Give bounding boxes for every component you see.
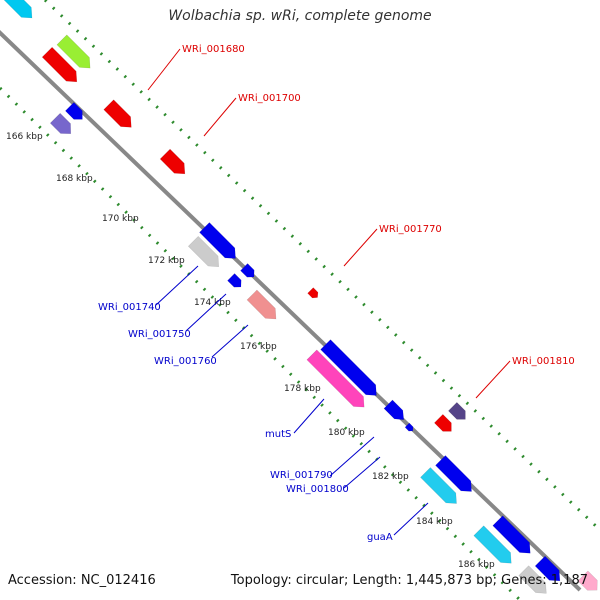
kbp-tick-label: 174 kbp <box>194 298 231 308</box>
reverse-gene-label[interactable]: WRi_001750 <box>128 329 191 340</box>
forward-gene-label[interactable]: WRi_001770 <box>379 224 442 235</box>
reverse-gene-label[interactable]: mutS <box>265 429 291 440</box>
kbp-tick-label: 186 kbp <box>458 560 495 570</box>
kbp-tick-label: 176 kbp <box>240 342 277 352</box>
gene-feature[interactable] <box>49 112 75 138</box>
reverse-gene-label[interactable]: WRi_001790 <box>270 470 333 481</box>
gene-feature[interactable] <box>577 570 600 595</box>
gene-feature[interactable] <box>187 235 223 271</box>
forward-label-leader <box>147 48 181 91</box>
reverse-label-leader <box>343 456 381 489</box>
kbp-tick-label: 178 kbp <box>284 384 321 394</box>
gene-feature[interactable] <box>404 422 415 433</box>
reverse-label-leader <box>293 398 325 434</box>
forward-gene-label[interactable]: WRi_001810 <box>512 356 575 367</box>
topology-text: Topology: circular; Length: 1,445,873 bp… <box>230 573 588 588</box>
gene-feature[interactable] <box>534 555 565 586</box>
gene-feature[interactable] <box>306 349 369 412</box>
gene-feature[interactable] <box>448 402 469 423</box>
forward-label-leader <box>475 360 511 399</box>
outer-tick-track <box>43 0 600 532</box>
gene-feature[interactable] <box>240 263 258 281</box>
kbp-tick-label: 170 kbp <box>102 214 139 224</box>
reverse-label-leader <box>211 324 249 358</box>
forward-gene-label[interactable]: WRi_001680 <box>182 44 245 55</box>
gene-feature[interactable] <box>246 289 281 324</box>
forward-label-leader <box>203 97 237 137</box>
gene-feature[interactable] <box>227 273 245 291</box>
gene-feature[interactable] <box>420 467 461 508</box>
kbp-tick-label: 168 kbp <box>56 174 93 184</box>
gene-feature[interactable] <box>518 565 552 599</box>
kbp-tick-label: 166 kbp <box>6 132 43 142</box>
gene-feature[interactable] <box>41 46 82 87</box>
gene-feature[interactable] <box>2 0 37 23</box>
gene-feature[interactable] <box>307 287 321 301</box>
reverse-label-leader <box>185 293 227 332</box>
gene-feature[interactable] <box>199 222 240 263</box>
reverse-label-leader <box>155 265 199 306</box>
map-title: Wolbachia sp. wRi, complete genome <box>168 8 432 24</box>
kbp-tick-label: 172 kbp <box>148 256 185 266</box>
gene-feature[interactable] <box>103 99 137 133</box>
gene-feature[interactable] <box>159 148 190 179</box>
forward-gene-label[interactable]: WRi_001700 <box>238 93 301 104</box>
kbp-tick-label: 182 kbp <box>372 472 409 482</box>
forward-label-leader <box>343 228 378 267</box>
kbp-tick-label: 180 kbp <box>328 428 365 438</box>
inner-tick-track <box>0 86 522 600</box>
reverse-gene-label[interactable]: WRi_001800 <box>286 484 349 495</box>
reverse-label-leader <box>393 502 429 536</box>
reverse-gene-label[interactable]: WRi_001760 <box>154 356 217 367</box>
accession-text: Accession: NC_012416 <box>8 573 156 588</box>
gene-feature[interactable] <box>435 455 476 496</box>
gene-feature[interactable] <box>56 34 95 73</box>
gene-feature[interactable] <box>434 414 455 435</box>
reverse-gene-label[interactable]: WRi_001740 <box>98 302 161 313</box>
gene-feature[interactable] <box>320 339 382 401</box>
gene-feature[interactable] <box>473 525 516 568</box>
gene-feature[interactable] <box>383 399 408 424</box>
reverse-gene-label[interactable]: guaA <box>367 532 393 543</box>
kbp-tick-label: 184 kbp <box>416 517 453 527</box>
gene-feature[interactable] <box>492 515 535 558</box>
gene-feature[interactable] <box>65 102 86 123</box>
reverse-label-leader <box>329 436 375 477</box>
genome-backbone <box>0 30 582 592</box>
